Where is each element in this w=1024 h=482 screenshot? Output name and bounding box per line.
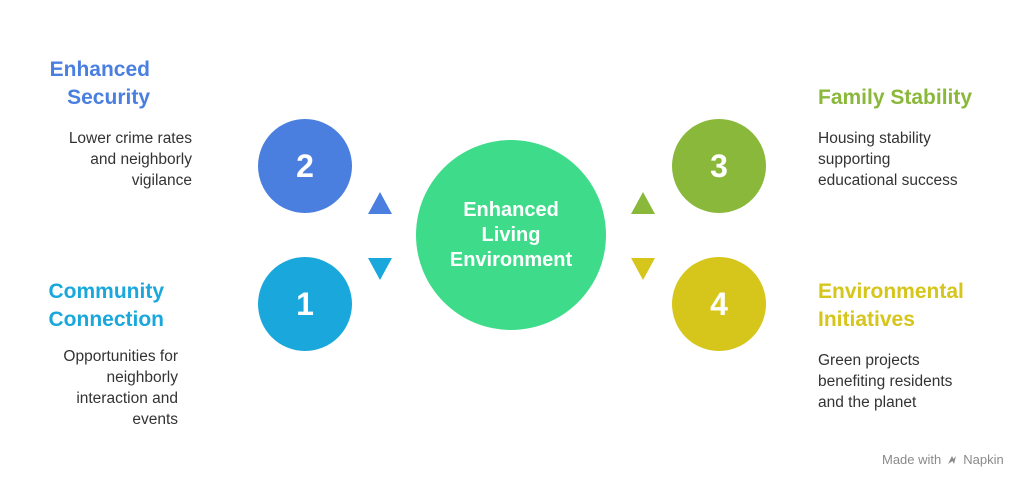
community-arrow-icon: [368, 258, 392, 280]
community-desc-line-2: neighborly: [106, 369, 178, 386]
center-label-line-2: Living: [481, 223, 541, 246]
environment-title-line-2: Initiatives: [818, 308, 915, 331]
family-desc-line-1: Housing stability: [818, 130, 931, 147]
security-desc-line-1: Lower crime rates: [68, 130, 192, 147]
environment-desc-line-3: and the planet: [818, 394, 917, 411]
security-title-line-2: Security: [67, 86, 150, 109]
security-desc-line-2: and neighborly: [90, 151, 192, 168]
family-desc-line-2: supporting: [818, 151, 891, 168]
center-label: Enhanced Living Environment: [450, 198, 572, 273]
made-with-napkin-badge[interactable]: Made with Napkin: [882, 452, 1004, 467]
security-title: Enhanced Security: [50, 56, 150, 112]
security-number: 2: [296, 147, 314, 184]
family-desc-line-3: educational success: [818, 172, 958, 189]
napkin-logo-icon: [948, 455, 957, 464]
community-desc-line-3: interaction and: [76, 390, 178, 407]
environment-title-line-1: Environmental: [818, 280, 964, 303]
family-number-circle: 3: [672, 119, 766, 213]
family-title: Family Stability: [818, 84, 972, 112]
security-desc-line-3: vigilance: [131, 172, 192, 189]
family-number: 3: [710, 147, 728, 184]
environment-arrow-icon: [631, 258, 655, 280]
community-desc-line-1: Opportunities for: [63, 348, 178, 365]
community-title-line-1: Community: [48, 280, 165, 303]
environment-description: Green projects benefiting residents and …: [818, 350, 952, 413]
community-description: Opportunities for neighborly interaction…: [63, 346, 178, 430]
security-number-circle: 2: [258, 119, 352, 213]
community-title-line-2: Connection: [48, 308, 165, 331]
center-label-line-1: Enhanced: [463, 198, 559, 221]
environment-desc-line-2: benefiting residents: [818, 373, 953, 390]
environment-number: 4: [710, 285, 728, 322]
environment-number-circle: 4: [672, 257, 766, 351]
environment-desc-line-1: Green projects: [818, 352, 920, 369]
family-title-line-1: Family Stability: [818, 86, 973, 109]
family-description: Housing stability supporting educational…: [818, 128, 958, 191]
security-description: Lower crime rates and neighborly vigilan…: [69, 128, 192, 191]
napkin-brand-label: Napkin: [963, 452, 1004, 467]
center-circle: Enhanced Living Environment: [416, 140, 606, 330]
family-arrow-icon: [631, 192, 655, 214]
security-arrow-icon: [368, 192, 392, 214]
center-label-line-3: Environment: [449, 248, 573, 271]
environment-title: Environmental Initiatives: [818, 278, 964, 334]
community-title: Community Connection: [49, 278, 165, 334]
made-with-label: Made with: [882, 452, 942, 467]
community-number: 1: [296, 285, 314, 322]
community-desc-line-4: events: [132, 411, 178, 428]
security-title-line-1: Enhanced: [49, 58, 150, 81]
community-number-circle: 1: [258, 257, 352, 351]
